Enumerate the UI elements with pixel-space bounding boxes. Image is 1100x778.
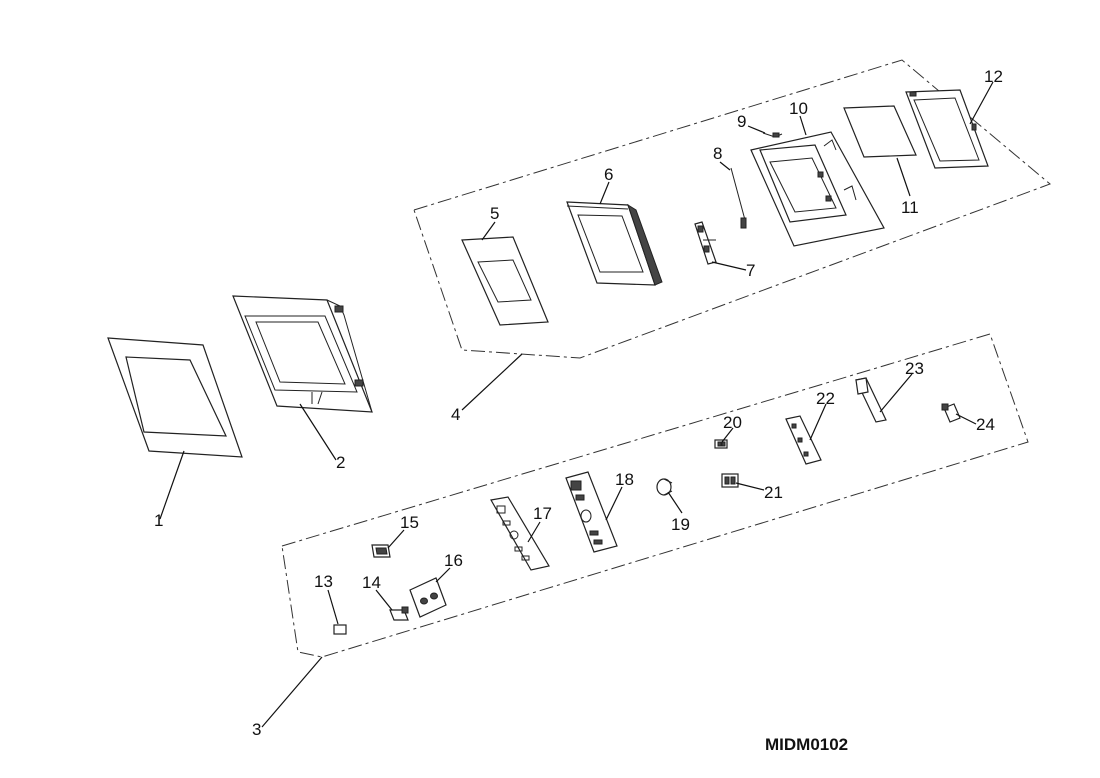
callout-9: 9 [737, 112, 746, 131]
part-8-spring-pin [730, 167, 747, 229]
callout-21: 21 [764, 483, 783, 502]
part-7-connector-board [694, 221, 717, 265]
leader-13 [327, 589, 339, 625]
callout-19: 19 [671, 515, 690, 534]
callout-6: 6 [604, 165, 613, 184]
part-20-switch [714, 439, 728, 449]
part-2-mounting-frame [232, 295, 373, 413]
leader-12 [969, 81, 994, 125]
part-23-l-bracket [855, 377, 887, 423]
leader-5 [481, 221, 496, 241]
leader-7 [711, 261, 747, 271]
callout-10: 10 [789, 99, 808, 118]
leader-10 [799, 115, 807, 136]
part-24-micro-switch [941, 403, 961, 423]
part-21-connector [721, 473, 739, 488]
part-10-main-housing [750, 131, 885, 247]
part-14-bracket [389, 606, 409, 621]
part-18-faceplate [565, 471, 618, 553]
leader-21 [735, 482, 765, 491]
part-6-display-panel [566, 201, 663, 286]
leader-8 [719, 161, 731, 171]
leader-18 [605, 486, 623, 521]
drawing-id: MIDM0102 [765, 735, 848, 754]
callout-18: 18 [615, 470, 634, 489]
callout-23: 23 [905, 359, 924, 378]
callout-24: 24 [976, 415, 995, 434]
callout-2: 2 [336, 453, 345, 472]
leader-16 [435, 567, 451, 583]
leader-17 [527, 521, 541, 543]
callout-20: 20 [723, 413, 742, 432]
leader-6 [599, 181, 610, 205]
leader-15 [387, 529, 405, 549]
callout-13: 13 [314, 572, 333, 591]
part-1-trim-bezel [107, 337, 243, 458]
callout-15: 15 [400, 513, 419, 532]
leader-20 [721, 427, 734, 443]
part-9-clip [762, 132, 783, 138]
group-3-boundary [281, 333, 1029, 658]
leader-1 [159, 450, 185, 520]
leader-23 [879, 373, 913, 413]
callout-12: 12 [984, 67, 1003, 86]
callout-17: 17 [533, 504, 552, 523]
part-15-button [371, 544, 391, 558]
callout-4: 4 [451, 405, 460, 424]
callout-11: 11 [901, 198, 919, 217]
leader-14 [375, 589, 393, 611]
callout-16: 16 [444, 551, 463, 570]
leader-24 [955, 413, 977, 425]
callout-8: 8 [713, 144, 722, 163]
part-16-plate [409, 577, 447, 618]
part-11-protective-film [843, 105, 917, 158]
leader-2 [299, 403, 337, 461]
leader-11 [896, 157, 911, 197]
part-19-knob [656, 478, 673, 496]
part-5-gasket [461, 236, 549, 326]
leader-3 [261, 656, 323, 728]
leader-4 [461, 353, 523, 411]
callout-3: 3 [252, 720, 261, 739]
callout-22: 22 [816, 389, 835, 408]
callout-14: 14 [362, 573, 381, 592]
leader-22 [809, 403, 827, 441]
callout-7: 7 [746, 261, 755, 280]
leader-19 [667, 491, 683, 514]
callout-1: 1 [154, 511, 163, 530]
part-22-circuit-board [785, 415, 822, 465]
part-12-rear-cover [905, 89, 989, 169]
group-4-boundary [413, 59, 1051, 359]
part-13-pad [333, 624, 347, 635]
callout-5: 5 [490, 204, 499, 223]
part-17-keypad-membrane [490, 496, 550, 571]
leader-9 [747, 125, 766, 134]
